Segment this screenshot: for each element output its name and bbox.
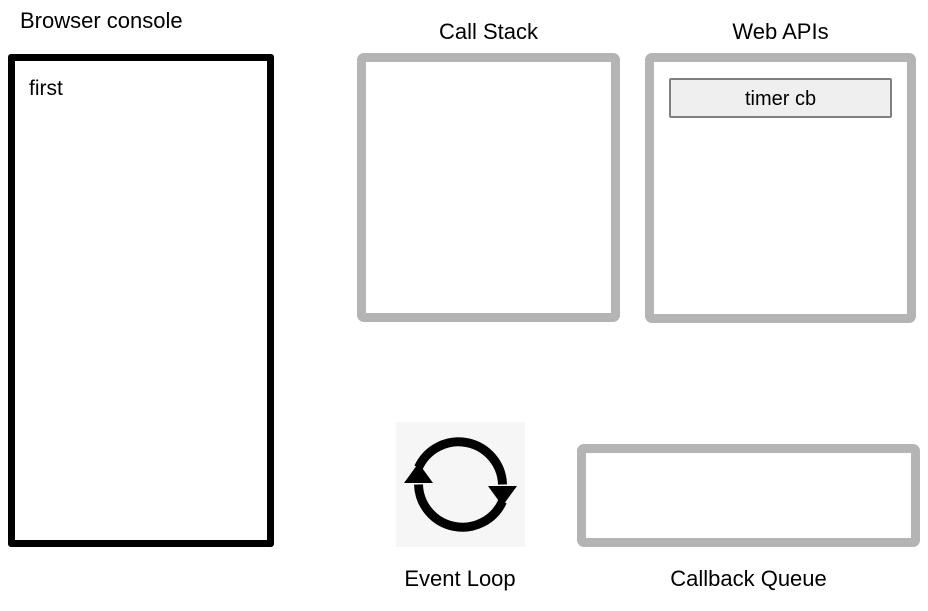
web-api-item[interactable]: timer cb [669,78,892,118]
callback-queue-items [586,453,911,473]
callback-queue-box [577,444,920,547]
call-stack-title: Call Stack [438,19,539,44]
web-apis-box: timer cb [645,53,916,323]
call-stack-box [357,53,620,322]
console-line: first [29,77,63,100]
browser-console-log: first [29,75,259,103]
circular-arrows-icon [396,422,525,547]
web-apis-title: Web APIs [732,19,829,44]
callback-queue-title: Callback Queue [670,566,827,591]
browser-console-title: Browser console [20,8,183,33]
browser-console-panel: first [8,54,274,547]
event-loop-title: Event Loop [404,566,516,591]
